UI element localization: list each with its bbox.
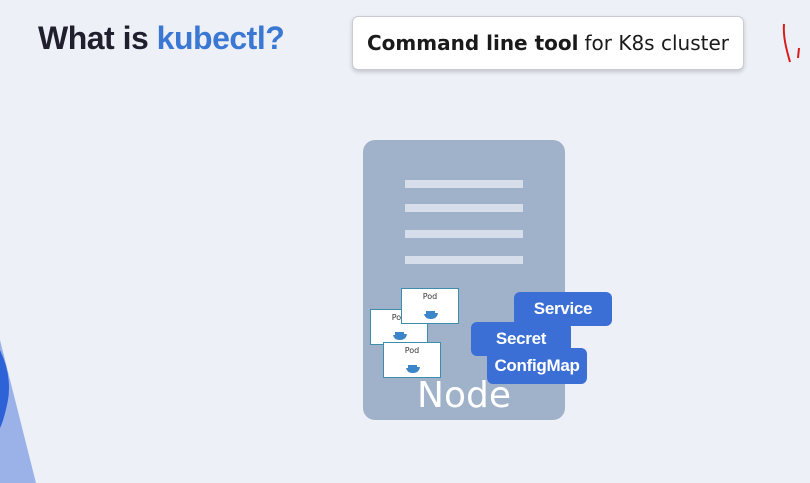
pod-label: Pod [391, 313, 407, 322]
node-line [405, 256, 523, 264]
docker-whale-icon [406, 365, 420, 373]
title-prefix: What is [38, 20, 157, 56]
secret-tag: Secret [471, 322, 571, 356]
node-line [405, 180, 523, 188]
callout-text: for K8s cluster [584, 31, 729, 55]
pod-label: Pod [404, 346, 420, 355]
pod-card: Pod [401, 288, 459, 324]
pod-label: Pod [422, 292, 438, 301]
definition-callout: Command line tool for K8s cluster [352, 16, 744, 70]
service-tag: Service [514, 292, 612, 326]
docker-whale-icon [393, 332, 407, 340]
callout-bold-text: Command line tool [367, 31, 579, 55]
docker-whale-icon [424, 311, 438, 319]
node-line [405, 230, 523, 238]
title-accent: kubectl? [156, 20, 285, 56]
node-line [405, 204, 523, 212]
page-title: What is kubectl? [38, 20, 285, 57]
pod-card: Pod [383, 342, 441, 378]
red-annotation-mark [782, 23, 800, 63]
decorative-shape [0, 340, 36, 483]
